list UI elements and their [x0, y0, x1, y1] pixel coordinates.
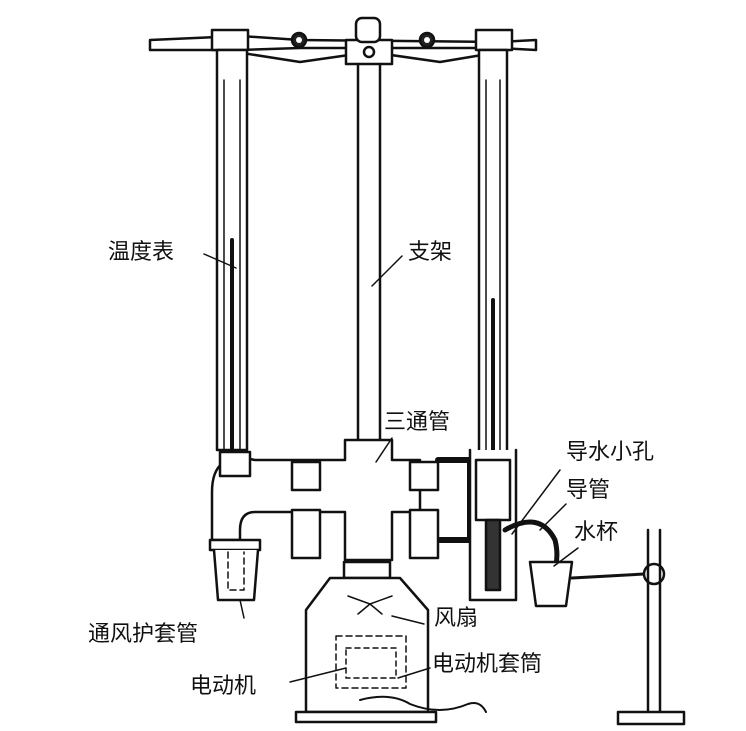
central-stand — [356, 62, 382, 442]
label-guide-tube: 导管 — [566, 478, 611, 503]
wet-bulb-sleeve — [468, 448, 518, 602]
label-water-hole: 导水小孔 — [566, 440, 655, 465]
motor-housing — [294, 560, 487, 724]
cup-stand — [528, 528, 686, 726]
label-thermometer: 温度表 — [108, 240, 175, 265]
vent-sleeve — [208, 538, 262, 602]
label-motor: 电动机 — [190, 674, 257, 699]
label-vent-sleeve: 通风护套管 — [88, 622, 199, 647]
label-three-way-pipe: 三通管 — [384, 410, 451, 435]
label-motor-sleeve: 电动机套筒 — [432, 652, 543, 677]
leader-lines — [203, 253, 579, 683]
label-fan: 风扇 — [434, 606, 479, 631]
label-stand: 支架 — [408, 240, 453, 265]
top-crossbar — [148, 16, 538, 66]
label-water-cup: 水杯 — [574, 520, 619, 545]
left-thermometer — [215, 48, 249, 452]
three-way-pipe — [210, 438, 473, 562]
